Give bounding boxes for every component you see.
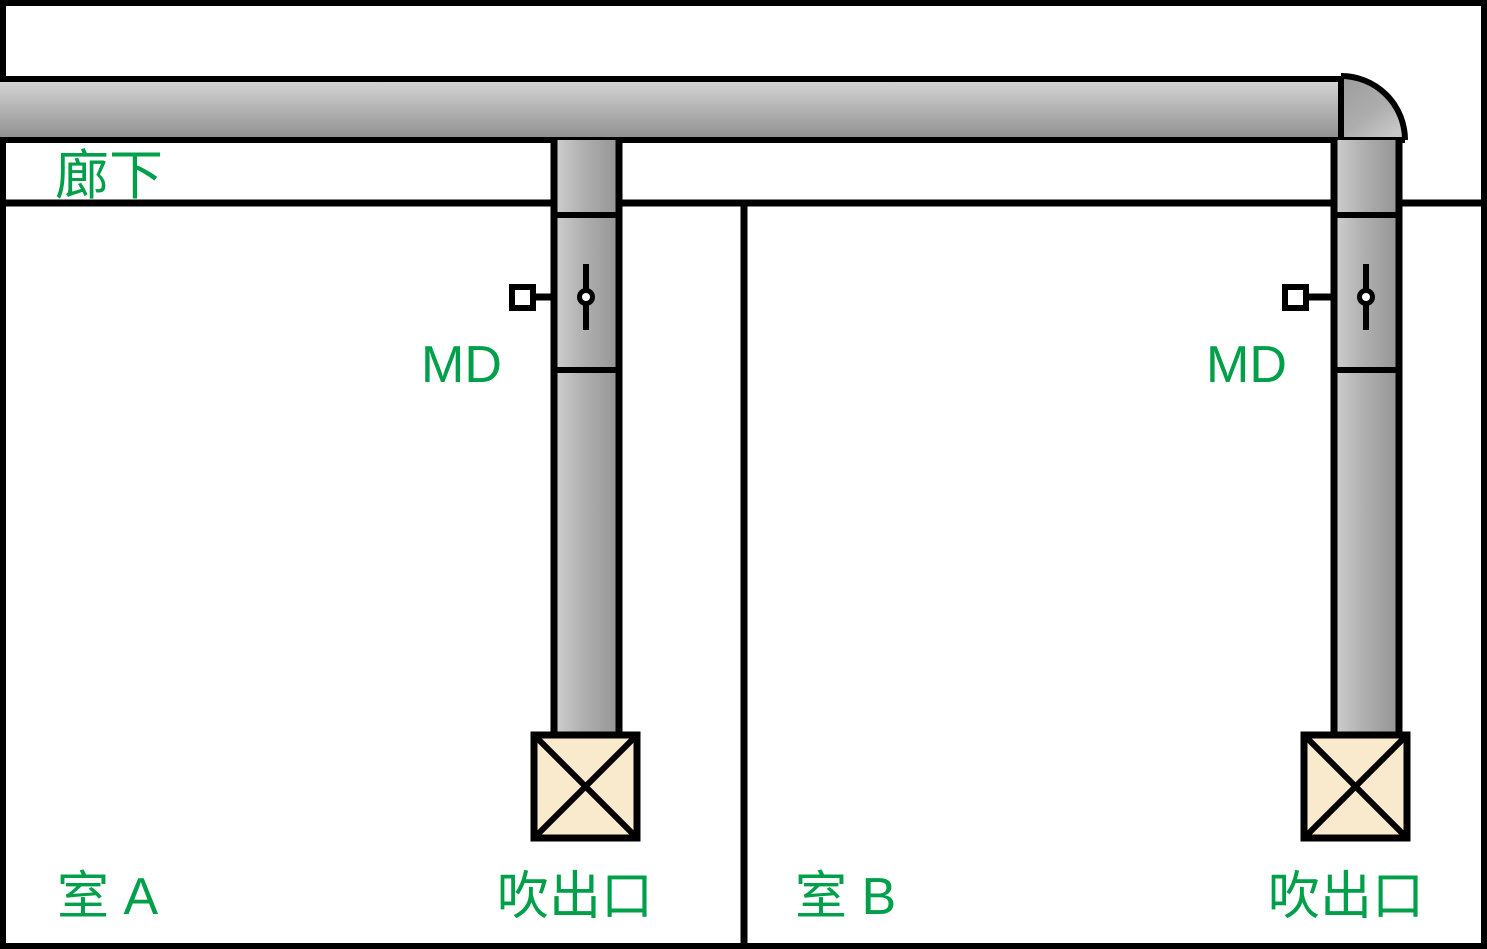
label-corridor: 廊下 [55,146,163,206]
label-outlet-left: 吹出口 [497,868,653,926]
branch-duct-room-b [1330,140,1403,740]
label-damper-right: MD [1206,336,1287,394]
label-room-b: 室 B [795,868,896,926]
motor-damper-left[interactable] [509,264,595,330]
damper-actuator-icon [509,284,536,311]
damper-actuator-icon [1282,284,1309,311]
label-room-a: 室 A [57,868,158,926]
main-horizontal-duct [0,76,1344,143]
duct-elbow [1331,73,1408,143]
branch-duct-room-a [550,140,623,740]
label-damper-left: MD [421,336,502,394]
label-outlet-right: 吹出口 [1268,868,1424,926]
motor-damper-right[interactable] [1282,264,1375,330]
diffuser-room-b[interactable] [1300,731,1411,842]
diffuser-room-a[interactable] [530,731,641,842]
